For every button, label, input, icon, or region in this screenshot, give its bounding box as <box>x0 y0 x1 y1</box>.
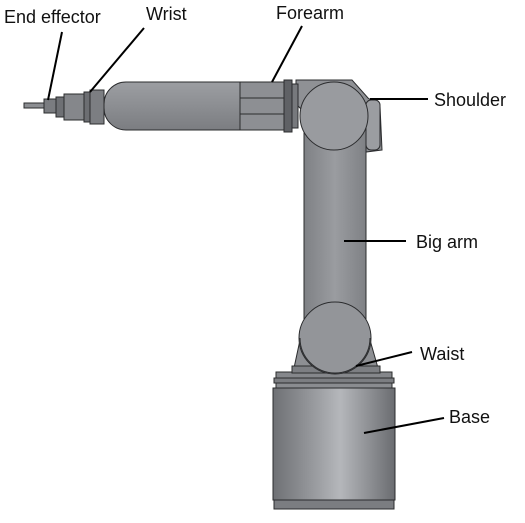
base-leader <box>363 417 445 434</box>
end-effector-leader <box>47 31 63 101</box>
big-arm-label: Big arm <box>416 232 478 252</box>
waist-leader <box>355 351 413 367</box>
wrist-part <box>55 89 105 125</box>
forearm-part <box>103 79 299 133</box>
wrist-label: Wrist <box>146 4 187 24</box>
shoulder-label: Shoulder <box>434 90 506 110</box>
wrist-leader <box>89 27 145 93</box>
end-effector-label: End effector <box>4 7 101 27</box>
forearm-label: Forearm <box>276 3 344 23</box>
leader-lines <box>47 25 445 434</box>
forearm-leader <box>271 25 303 83</box>
shoulder-part <box>295 79 383 153</box>
big-arm-part <box>298 111 372 375</box>
base-label: Base <box>449 407 490 427</box>
waist-label: Waist <box>420 344 464 364</box>
end-effector-part <box>23 98 57 114</box>
base-part <box>272 371 396 510</box>
